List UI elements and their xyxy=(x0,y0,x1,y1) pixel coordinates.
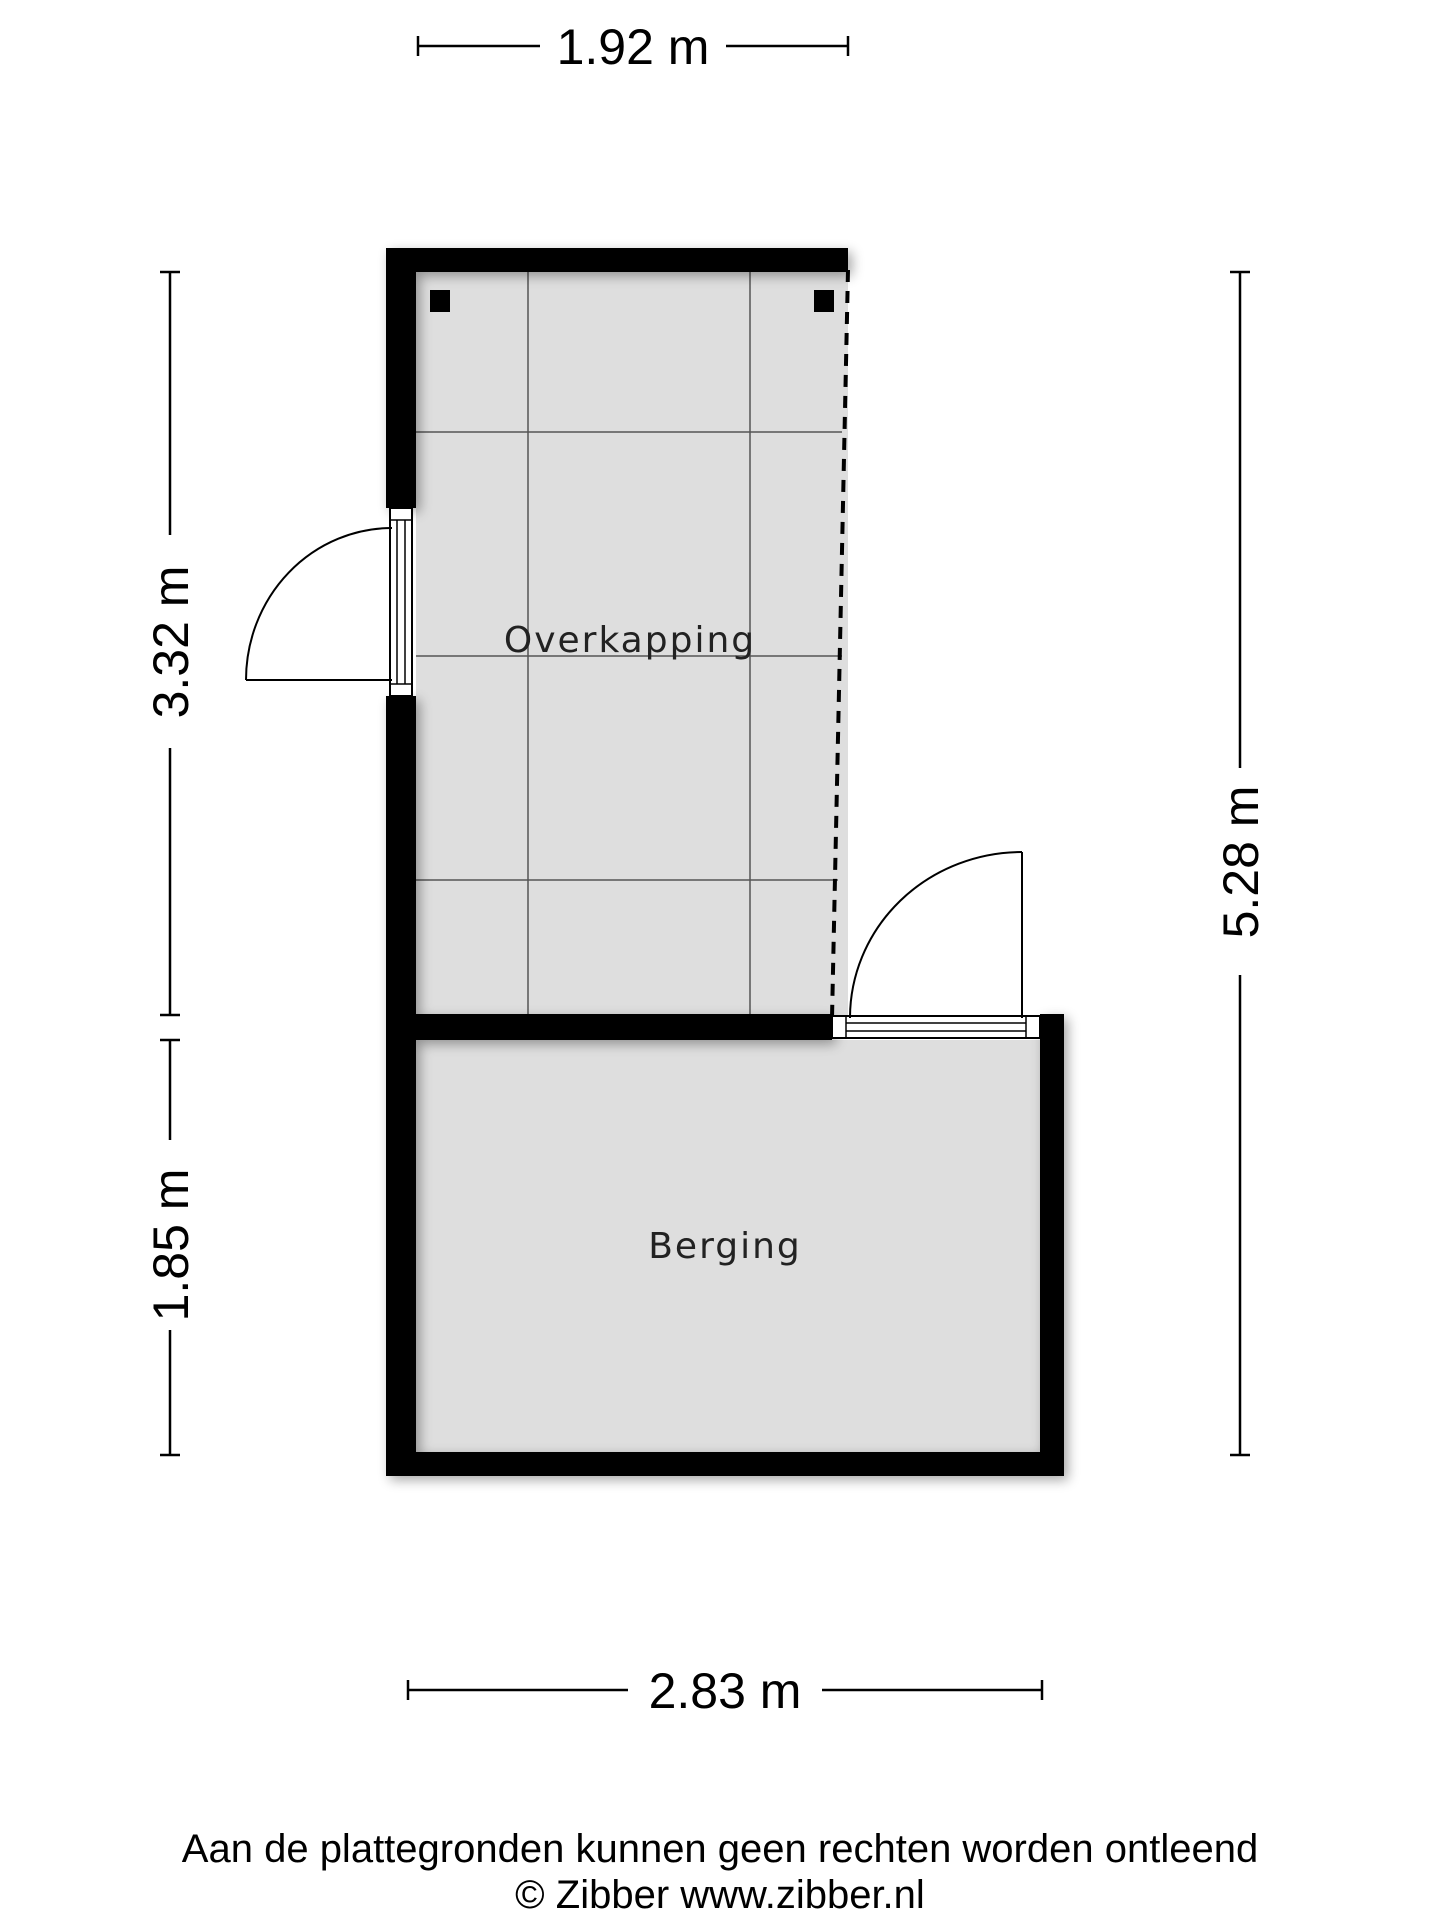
dimension-left-upper-label: 3.32 m xyxy=(143,566,199,719)
room-overkapping xyxy=(416,269,850,1019)
door-left xyxy=(245,507,413,697)
wall-divider xyxy=(386,1014,832,1040)
berging-floor xyxy=(412,1040,1044,1454)
wall-left-upper xyxy=(386,248,416,508)
dimension-right-label: 5.28 m xyxy=(1213,786,1269,939)
room-label-overkapping: Overkapping xyxy=(504,620,756,661)
wall-bottom xyxy=(386,1452,1064,1476)
dimension-left-lower-label: 1.85 m xyxy=(143,1169,199,1322)
dimension-bottom-label: 2.83 m xyxy=(649,1663,802,1719)
room-berging xyxy=(412,1040,1044,1454)
post-right xyxy=(814,290,834,312)
room-label-berging: Berging xyxy=(648,1226,802,1267)
overkapping-floor xyxy=(416,270,848,1016)
footer-copyright: © Zibber www.zibber.nl xyxy=(515,1873,925,1917)
dimension-top: 1.92 m xyxy=(416,19,850,75)
dimension-top-label: 1.92 m xyxy=(557,19,710,75)
walls xyxy=(386,248,1064,1476)
post-left xyxy=(430,290,450,312)
footer-disclaimer: Aan de plattegronden kunnen geen rechten… xyxy=(181,1827,1259,1871)
wall-top xyxy=(386,248,848,272)
wall-right xyxy=(1040,1014,1064,1474)
dimension-right: 5.28 m xyxy=(1213,270,1269,1457)
dimension-left-lower: 1.85 m xyxy=(143,1038,199,1457)
door-berging xyxy=(831,851,1041,1039)
door-berging-swing xyxy=(849,851,1023,1019)
dimension-left-upper: 3.32 m xyxy=(143,270,199,1017)
door-berging-frame xyxy=(831,1015,1041,1039)
door-left-frame xyxy=(389,507,413,697)
overkapping-tile-grid xyxy=(416,270,842,1016)
wall-left-lower xyxy=(386,696,416,1474)
dimension-bottom: 2.83 m xyxy=(406,1663,1044,1719)
door-left-swing xyxy=(245,527,393,681)
